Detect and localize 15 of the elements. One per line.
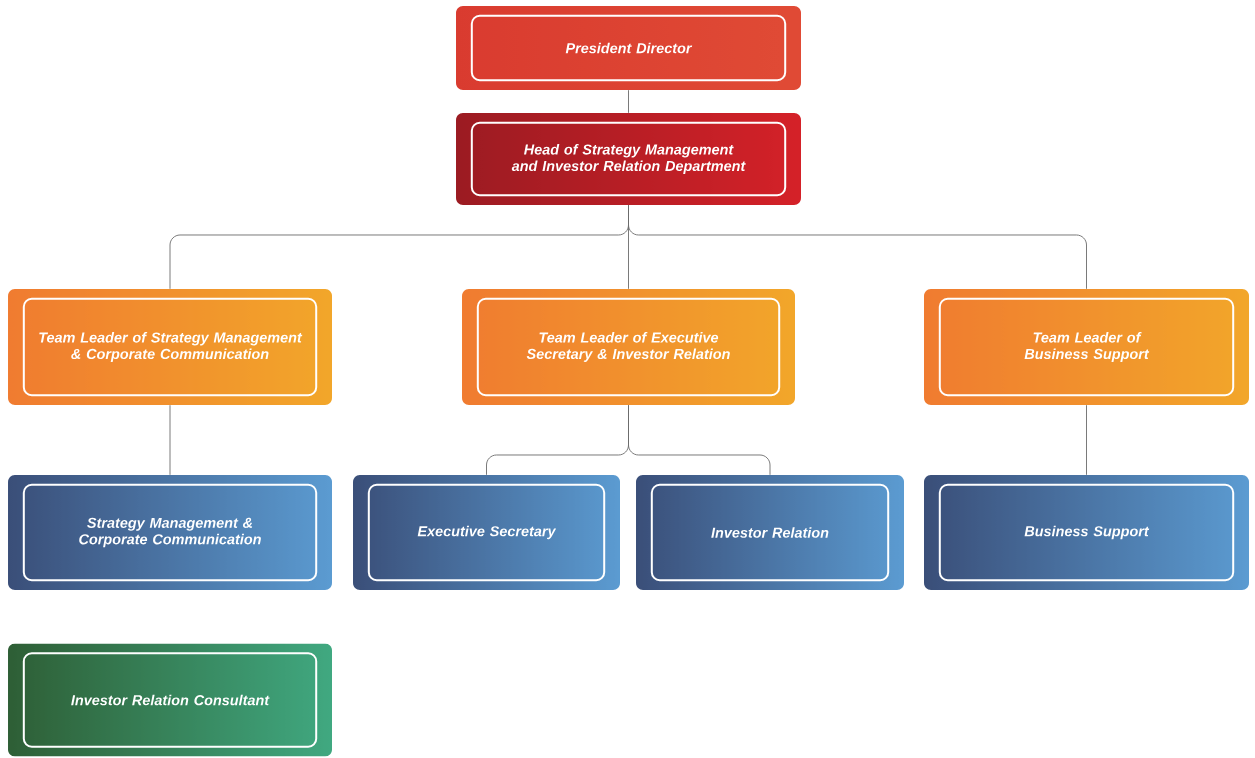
org-box: Team Leader of Executive Secretary & Investor Relation [476, 297, 781, 397]
org-box: President Director [470, 14, 787, 82]
org-box: Investor Relation Consultant [22, 652, 318, 748]
org-box: Strategy Management & Corporate Communication [22, 483, 318, 582]
org-box: Head of Strategy Management and Investor Relation Department [470, 121, 787, 197]
connector-line [1086, 404, 1087, 476]
org-box: Executive Secretary [367, 483, 606, 582]
connector-line [628, 404, 771, 476]
org-box: Team Leader of Business Support [938, 297, 1235, 397]
org-box: Investor Relation [650, 483, 890, 582]
org-box: Team Leader of Strategy Management & Corporate Communication [22, 297, 318, 397]
connector-line [169, 404, 171, 476]
connector-line [628, 204, 1087, 290]
connector-line [628, 89, 629, 114]
org-box: Business Support [938, 483, 1235, 582]
